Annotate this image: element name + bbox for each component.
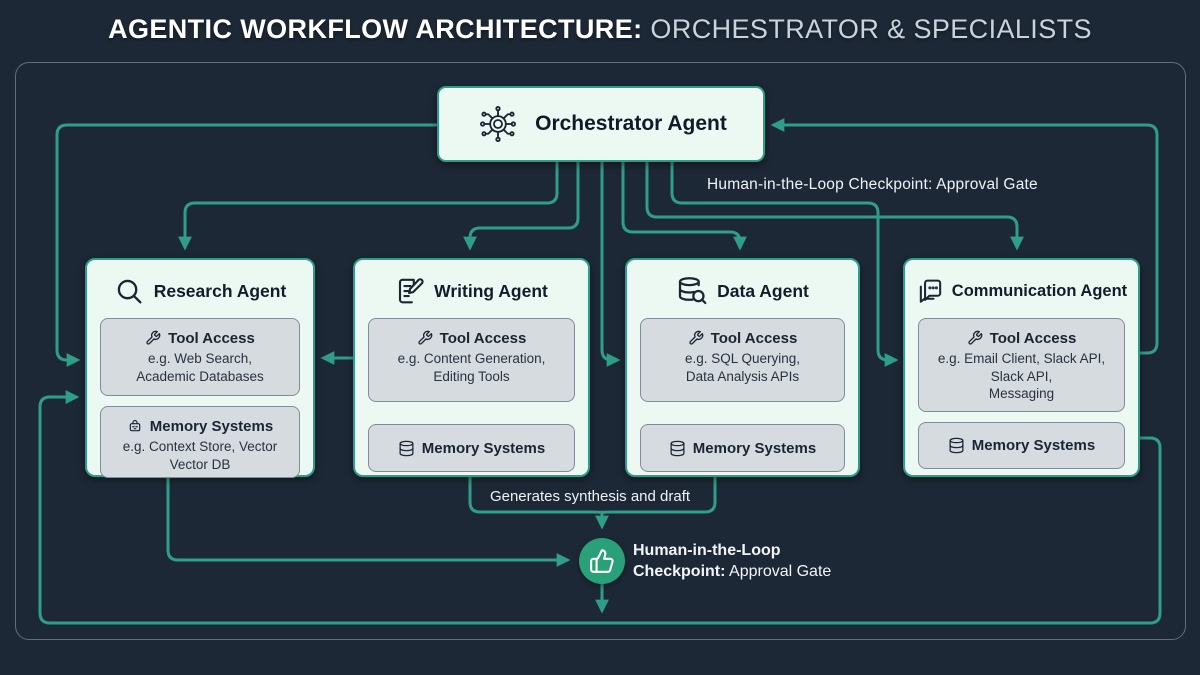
edge-feedback-loop bbox=[38, 390, 1162, 625]
edge-communication-to-orchestrator-return bbox=[770, 118, 1159, 355]
memory-kit-icon bbox=[129, 419, 141, 432]
tool-access-title: Tool Access bbox=[710, 329, 798, 347]
page-title: AGENTIC WORKFLOW ARCHITECTURE: ORCHESTRA… bbox=[0, 14, 1200, 45]
writing-agent-header: Writing Agent bbox=[355, 274, 588, 308]
hub-gear-icon bbox=[480, 106, 517, 142]
tool-access-example: e.g. Content Generation, bbox=[397, 351, 546, 366]
edge-orchestrator-to-research-left bbox=[55, 123, 439, 367]
wrench-icon bbox=[146, 330, 161, 345]
edge-orchestrator-to-data-left bbox=[600, 160, 621, 367]
tool-access-box: Tool Access e.g. Web Search, Academic Da… bbox=[100, 318, 300, 396]
edge-orchestrator-to-research-top bbox=[178, 160, 559, 251]
tool-access-title: Tool Access bbox=[439, 329, 527, 347]
agent-title: Writing Agent bbox=[434, 280, 548, 301]
chat-bubbles-icon bbox=[919, 279, 941, 303]
orchestrator-agent-card: Orchestrator Agent bbox=[437, 86, 765, 162]
tool-access-example: e.g. SQL Querying, bbox=[684, 351, 801, 366]
approval-gate-label: Human-in-the-Loop Checkpoint: Approval G… bbox=[707, 176, 1038, 193]
tool-access-example: Editing Tools bbox=[433, 368, 510, 384]
wrench-icon bbox=[967, 330, 982, 345]
edge-orchestrator-to-communication-top bbox=[645, 160, 1024, 251]
wrench-icon bbox=[688, 330, 703, 345]
agent-title: Communication Agent bbox=[951, 281, 1128, 300]
edge-orchestrator-to-communication-left bbox=[670, 160, 899, 367]
tool-access-example: Data Analysis APIs bbox=[685, 368, 800, 384]
memory-systems-box: Memory Systems bbox=[918, 422, 1125, 469]
diagram-frame bbox=[15, 62, 1186, 640]
writing-agent-card: Writing Agent Tool Access e.g. Content G… bbox=[353, 258, 590, 477]
hitl-label-line2-strong: Checkpoint: bbox=[633, 563, 726, 580]
hitl-checkpoint-label: Human-in-the-Loop Checkpoint: Approval G… bbox=[633, 540, 831, 582]
memory-example: Vector DB bbox=[169, 456, 231, 472]
memory-systems-title: Memory Systems bbox=[421, 439, 546, 457]
communication-agent-card: Communication Agent Tool Access e.g. Ema… bbox=[903, 258, 1140, 477]
research-agent-card: Research Agent Tool Access e.g. Web Sear… bbox=[85, 258, 315, 478]
memory-systems-title: Memory Systems bbox=[971, 437, 1096, 454]
agent-title: Data Agent bbox=[717, 280, 809, 301]
communication-agent-header: Communication Agent bbox=[905, 274, 1138, 308]
data-agent-card: Data Agent Tool Access e.g. SQL Querying… bbox=[625, 258, 860, 477]
memory-systems-title: Memory Systems bbox=[692, 439, 817, 457]
tool-access-title: Tool Access bbox=[989, 329, 1077, 347]
data-agent-header: Data Agent bbox=[627, 274, 858, 308]
orchestrator-agent-title: Orchestrator Agent bbox=[535, 112, 727, 135]
edge-orchestrator-to-data-top bbox=[621, 160, 747, 251]
research-agent-header: Research Agent bbox=[87, 274, 313, 308]
tool-access-example: e.g. Web Search, bbox=[147, 351, 253, 366]
magnifier-icon bbox=[117, 279, 142, 304]
thumbs-up-icon bbox=[590, 549, 614, 573]
memory-systems-box: Memory Systems bbox=[368, 424, 575, 472]
synthesis-label: Generates synthesis and draft bbox=[489, 488, 691, 505]
file-pen-icon bbox=[399, 278, 424, 304]
database-icon bbox=[949, 437, 964, 454]
memory-example: e.g. Context Store, Vector bbox=[122, 439, 278, 454]
edge-orchestrator-to-writing-top bbox=[463, 160, 580, 251]
hitl-label-line2-rest: Approval Gate bbox=[725, 563, 832, 580]
database-search-icon bbox=[678, 277, 707, 305]
hitl-checkpoint-node bbox=[579, 538, 625, 584]
database-icon bbox=[670, 440, 685, 456]
tool-access-title: Tool Access bbox=[168, 329, 255, 347]
memory-systems-box: Memory Systems bbox=[640, 424, 845, 472]
wrench-icon bbox=[417, 330, 432, 345]
memory-systems-box: Memory Systems e.g. Context Store, Vecto… bbox=[100, 406, 300, 478]
tool-access-box: Tool Access e.g. Content Generation, Edi… bbox=[368, 318, 575, 402]
page-title-strong: AGENTIC WORKFLOW ARCHITECTURE: bbox=[108, 14, 643, 44]
tool-access-example: e.g. Email Client, Slack API, bbox=[937, 351, 1106, 366]
tool-access-example: Messaging bbox=[988, 386, 1055, 401]
memory-systems-title: Memory Systems bbox=[149, 417, 274, 435]
tool-access-example: Academic Databases bbox=[136, 368, 264, 384]
page-title-light: ORCHESTRATOR & SPECIALISTS bbox=[642, 14, 1092, 44]
tool-access-box: Tool Access e.g. Email Client, Slack API… bbox=[918, 318, 1125, 412]
tool-access-box: Tool Access e.g. SQL Querying, Data Anal… bbox=[640, 318, 845, 402]
agent-title: Research Agent bbox=[153, 280, 287, 301]
database-icon bbox=[399, 440, 414, 456]
hitl-label-line1: Human-in-the-Loop bbox=[633, 542, 781, 559]
edge-research-to-checkpoint bbox=[166, 475, 571, 567]
tool-access-example: Slack API, bbox=[990, 368, 1053, 384]
